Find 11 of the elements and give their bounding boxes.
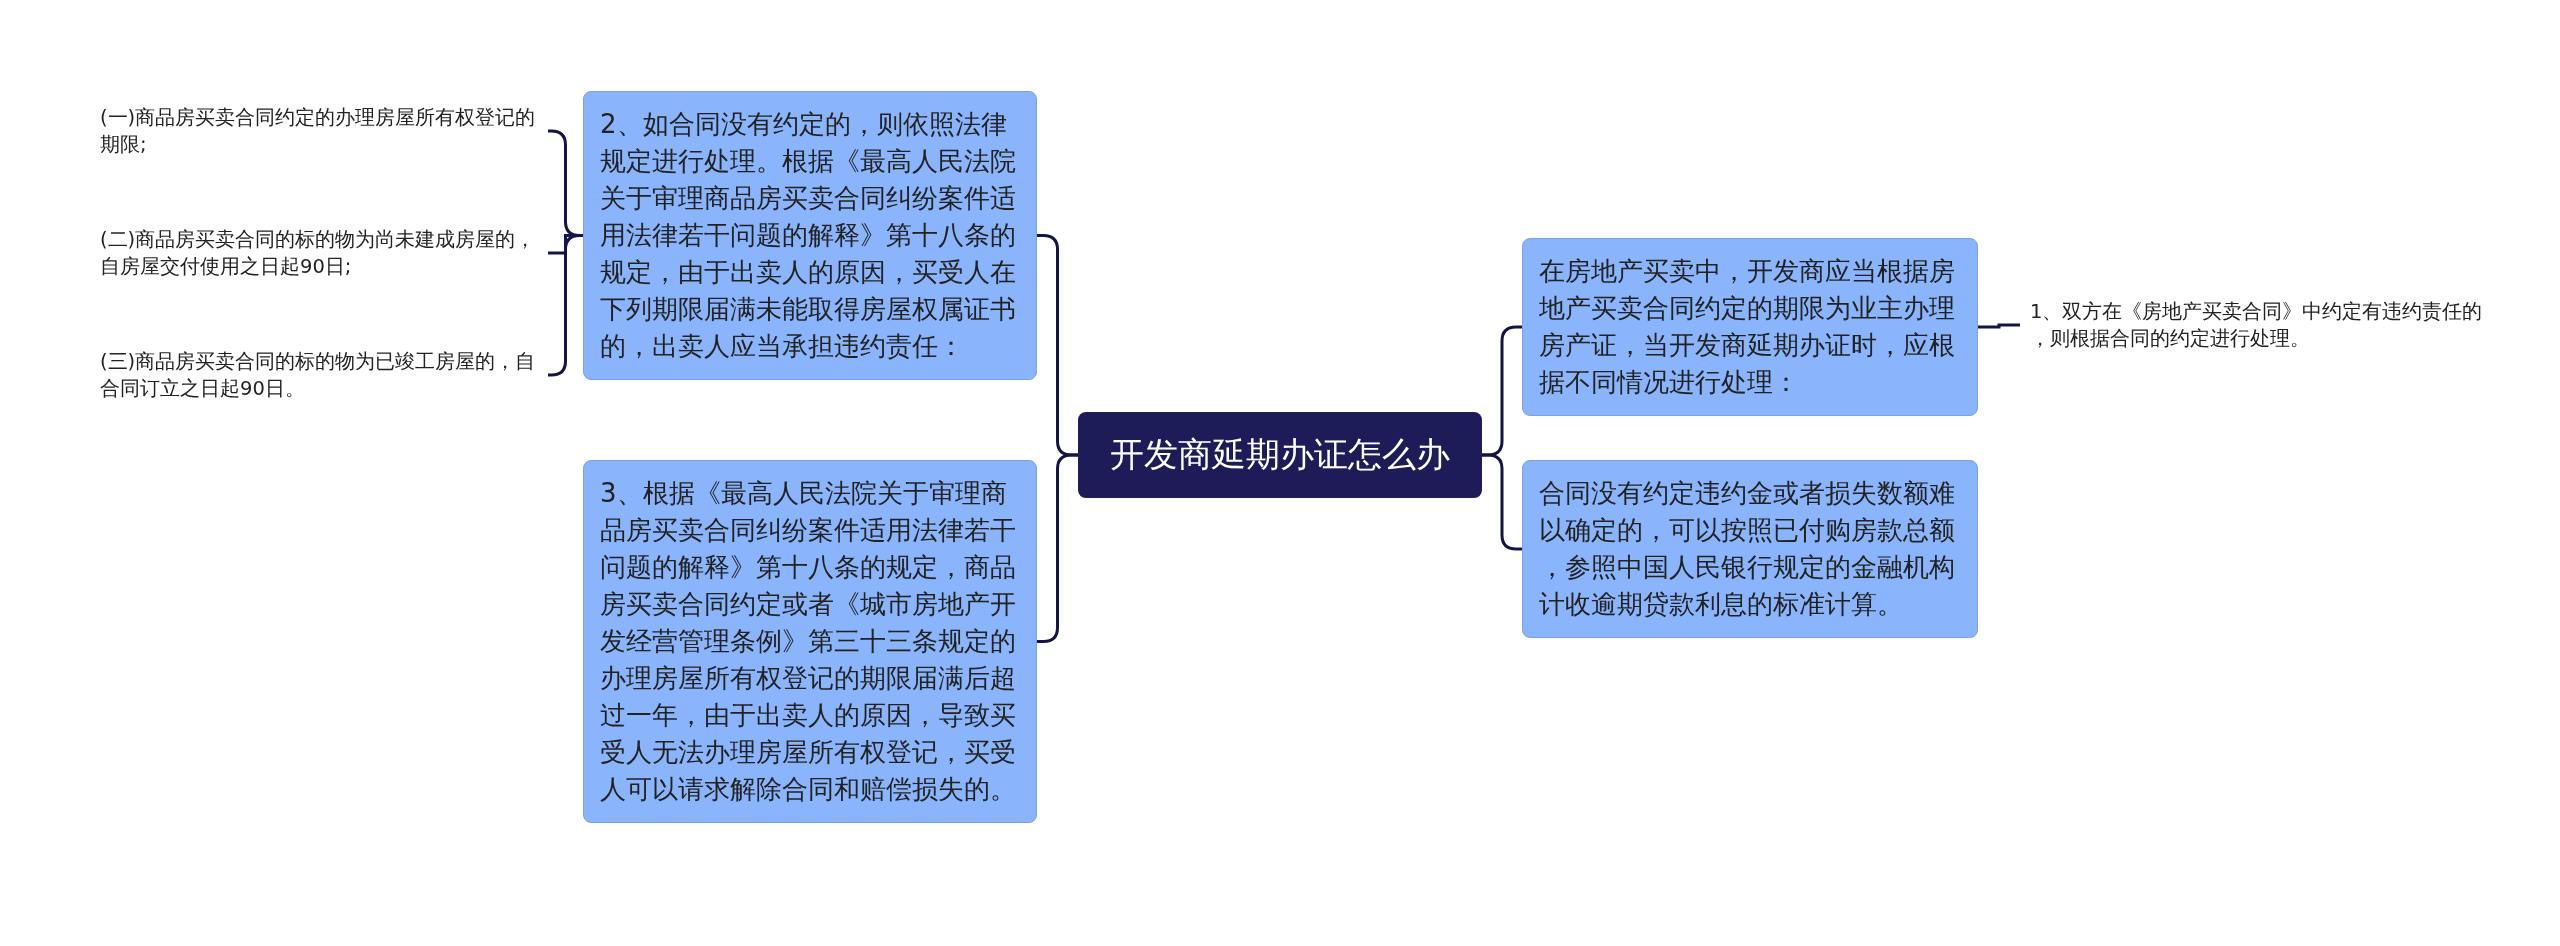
note-text: (一)商品房买卖合同约定的办理房屋所有权登记的期限; xyxy=(100,104,540,158)
connector-line xyxy=(1037,453,1078,643)
topic-card: 2、如合同没有约定的，则依照法律规定进行处理。根据《最高人民法院关于审理商品房买卖合同纠纷案件适用法律若干问题的解释》第十八条的规定，由于出卖人的原因，买受人在下列期限届满未能取得房屋权属证书的，出卖人应当承担违约责任： xyxy=(583,91,1037,380)
note-text: (三)商品房买卖合同的标的物为已竣工房屋的，自合同订立之日起90日。 xyxy=(100,348,540,402)
topic-box: 开发商延期办证怎么办 xyxy=(1078,412,1482,498)
topic-card: 3、根据《最高人民法院关于审理商品房买卖合同纠纷案件适用法律若干问题的解释》第十八条的规定，商品房买卖合同约定或者《城市房地产开发经营管理条例》第三十三条规定的办理房屋所有权登记的期限届满后超过一年，由于出卖人的原因，导致买受人无法办理房屋所有权登记，买受人可以请求解除合同和赔偿损失的。 xyxy=(583,460,1037,823)
topic-card: 在房地产买卖中，开发商应当根据房地产买卖合同约定的期限为业主办理房产证，当开发商延期办证时，应根据不同情况进行处理： xyxy=(1522,238,1978,416)
note-text: (二)商品房买卖合同的标的物为尚未建成房屋的，自房屋交付使用之日起90日; xyxy=(100,226,540,280)
connector-line xyxy=(1978,323,2020,329)
note-text: 1、双方在《房地产买卖合同》中约定有违约责任的，则根据合同的约定进行处理。 xyxy=(2030,298,2500,352)
topic-card: 合同没有约定违约金或者损失数额难以确定的，可以按照已付购房款总额，参照中国人民银行规定的金融机构计收逾期贷款利息的标准计算。 xyxy=(1522,460,1978,638)
